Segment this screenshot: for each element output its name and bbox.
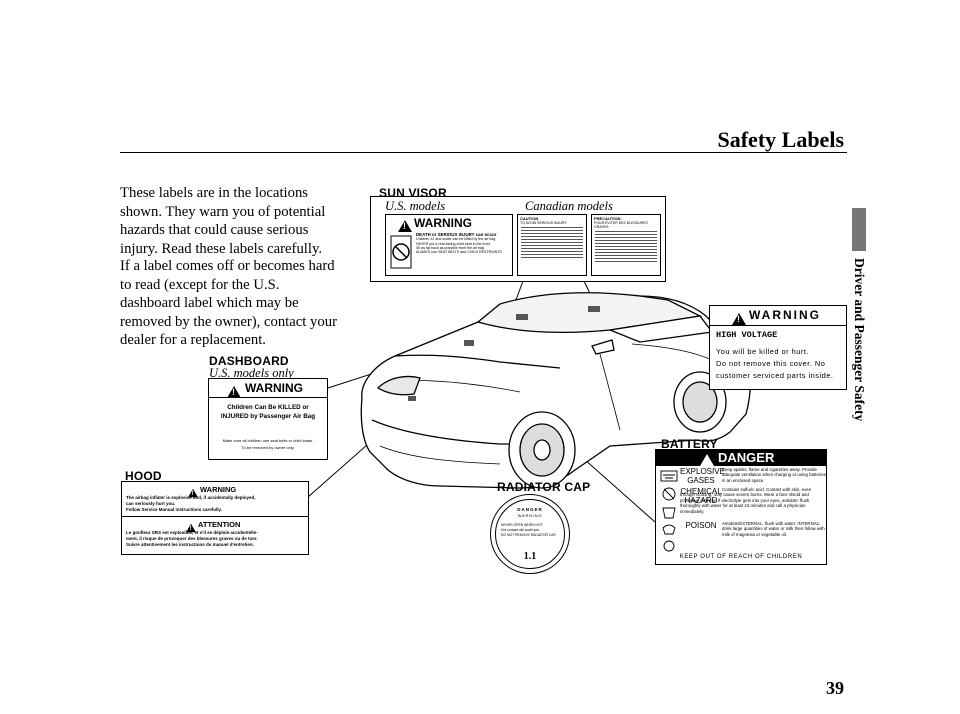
hood-attention-word: ATTENTION bbox=[198, 520, 241, 529]
precaution-subtitle: POUR EVITER DES BLESSURES GRAVES: bbox=[594, 221, 648, 229]
page-number: 39 bbox=[826, 678, 844, 698]
radiator-text1: NEVER OPEN WHEN HOT. bbox=[501, 523, 544, 527]
high-voltage-title: HIGH VOLTAGE bbox=[716, 330, 778, 340]
high-voltage-line1: You will be killed or hurt. bbox=[716, 347, 809, 356]
sun-visor-caution-label: CAUTION TO AVOID SERIOUS INJURY: bbox=[517, 214, 587, 276]
warning-triangle-icon bbox=[398, 218, 412, 236]
dashboard-sub-label: U.S. models only bbox=[209, 366, 294, 380]
radiator-danger-word: DANGER bbox=[517, 507, 543, 512]
warning-triangle-icon bbox=[186, 485, 200, 503]
radiator-pressure: 1.1 bbox=[523, 551, 537, 562]
sun-visor-bullet4: ALWAYS use SEAT BELTS and CHILD RESTRAIN… bbox=[416, 250, 502, 255]
header-rule bbox=[120, 152, 847, 153]
sun-visor-line1: DEATH or SERIOUS INJURY can occur bbox=[416, 232, 497, 237]
battery-danger-word: DANGER bbox=[718, 450, 775, 465]
battery-danger-label: DANGER EXPLOSIVE GASES Keep sparks, flam… bbox=[655, 449, 827, 565]
danger-triangle-icon bbox=[700, 452, 714, 470]
dashboard-heading: DASHBOARD bbox=[209, 354, 289, 368]
hood-label-panel: WARNING The airbag inflater is explosive… bbox=[121, 481, 309, 555]
hood-attention-text2: ment, il risque de provoquer des blessur… bbox=[126, 536, 258, 541]
hood-warning-text1: The airbag inflater is explosive and, if… bbox=[126, 495, 256, 500]
sun-visor-us-label: U.S. models bbox=[385, 199, 446, 213]
dashboard-line1: Children Can Be KILLED or bbox=[227, 404, 309, 411]
section-tab-marker bbox=[852, 208, 866, 251]
battery-heading: BATTERY bbox=[661, 437, 718, 451]
precaution-title: PRÉCAUTION: bbox=[594, 216, 622, 221]
hood-attention-text3: Suivre attentivement les instructions du… bbox=[126, 542, 254, 547]
intro-paragraph: These labels are in the locations shown.… bbox=[120, 185, 326, 257]
battery-poison-text: Antidote/EXTERNAL: flush with water. INT… bbox=[722, 521, 825, 537]
radiator-text3: DO NOT REMOVE RADIATOR CAP. bbox=[501, 533, 557, 537]
precaution-fine-print bbox=[592, 230, 660, 262]
sun-visor-bullet2: NEVER put a rear-facing child seat in th… bbox=[416, 241, 490, 246]
caution-title: CAUTION bbox=[520, 216, 539, 221]
battery-explosive-text: Keep sparks, flame and cigarettes away. … bbox=[722, 467, 826, 483]
battery-poison-label: POISON bbox=[685, 521, 717, 530]
radiator-text2: Hot coolant will scald you. bbox=[501, 528, 541, 532]
hood-attention-text1: Le gonfleur SRS est explosible, et s'il … bbox=[126, 530, 258, 535]
sun-visor-bullet3: Sit as far back as possible from the air… bbox=[416, 245, 484, 250]
battery-explosive-label: EXPLOSIVE GASES bbox=[680, 467, 725, 485]
hood-warning-text2: can seriously hurt you. bbox=[126, 501, 176, 506]
hood-heading: HOOD bbox=[125, 469, 162, 483]
battery-chemical-text: Contains sulfuric acid. Contact with ski… bbox=[680, 487, 812, 514]
warning-triangle-icon bbox=[227, 384, 241, 402]
caution-subtitle: TO AVOID SERIOUS INJURY: bbox=[520, 221, 568, 225]
sun-visor-bullet1: Children 12 and under can be killed by t… bbox=[416, 237, 496, 242]
warning-triangle-icon bbox=[184, 520, 198, 538]
radiator-warning-word: WARNING bbox=[517, 513, 543, 518]
battery-footer: KEEP OUT OF REACH OF CHILDREN bbox=[679, 554, 803, 560]
hood-warning-word: WARNING bbox=[200, 485, 237, 494]
dashboard-line2: INJURED by Passenger Air Bag bbox=[220, 413, 316, 420]
high-voltage-warning-word: WARNING bbox=[749, 308, 821, 322]
dashboard-small2: To be removed by owner only. bbox=[241, 445, 295, 450]
sun-visor-us-warning: WARNING DEATH or SERIOUS INJURY can occu… bbox=[385, 214, 513, 276]
hood-warning-text3: Follow Service Manual instructions caref… bbox=[126, 507, 222, 512]
no-child-seat-icon bbox=[390, 235, 412, 269]
sun-visor-warning-word: WARNING bbox=[414, 216, 472, 230]
high-voltage-line3: customer serviced parts inside. bbox=[716, 371, 834, 380]
sun-visor-precaution-label: PRÉCAUTION: POUR EVITER DES BLESSURES GR… bbox=[591, 214, 661, 276]
sun-visor-label-panel: U.S. models Canadian models WARNING DEAT… bbox=[370, 196, 666, 282]
high-voltage-label: WARNING HIGH VOLTAGE You will be killed … bbox=[709, 305, 847, 390]
high-voltage-line2: Do not remove this cover. No bbox=[716, 359, 826, 368]
replacement-paragraph: If a label comes off or becomes hard to … bbox=[120, 258, 337, 348]
dashboard-warning-label: WARNING Children Can Be KILLED or INJURE… bbox=[208, 378, 328, 460]
sun-visor-canadian-label: Canadian models bbox=[525, 199, 613, 213]
battery-hazard-icons bbox=[660, 470, 678, 552]
battery-chemical-label: CHEMICAL HAZARD bbox=[680, 487, 722, 505]
caution-fine-print bbox=[518, 226, 586, 258]
radiator-cap-heading: RADIATOR CAP bbox=[497, 480, 591, 494]
dashboard-small1: Make sure all children use seat belts or… bbox=[222, 438, 314, 443]
page-title: Safety Labels bbox=[717, 127, 845, 152]
dashboard-warning-word: WARNING bbox=[245, 381, 303, 395]
radiator-cap-label: DANGER WARNING NEVER OPEN WHEN HOT. Hot … bbox=[490, 494, 570, 574]
warning-triangle-icon bbox=[732, 311, 746, 329]
